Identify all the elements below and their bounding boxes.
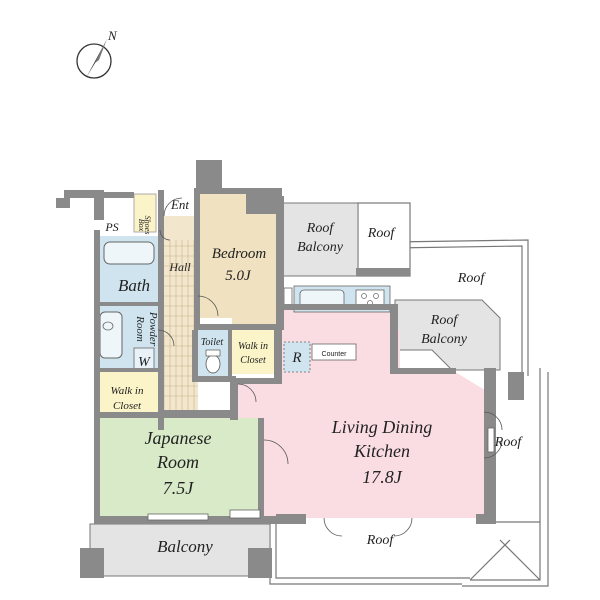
roof-top-label: Roof: [367, 226, 397, 241]
ldk-size: 17.8J: [362, 467, 403, 487]
ps-label: PS: [104, 220, 118, 234]
roof-balcony-top-label-2: Balcony: [297, 240, 344, 255]
ldk-label-2: Kitchen: [353, 441, 410, 461]
door-swings: [157, 197, 503, 537]
ldk-label-1: Living Dining: [331, 417, 433, 437]
japanese-label-2: Room: [156, 452, 199, 472]
shoes-box-label-1: Shoes: [143, 216, 152, 235]
sink-icon: [99, 311, 123, 359]
closet-hall-label-1: Walk in: [238, 341, 268, 352]
refrigerator: [283, 341, 311, 373]
compass: N: [76, 28, 118, 79]
roof-upper-right-label: Roof: [457, 271, 487, 286]
ps: [98, 214, 128, 236]
closet-left-label-2: Closet: [113, 400, 142, 412]
north-arrow-icon: [86, 39, 107, 78]
roof-balcony-right: [394, 299, 501, 371]
counter-label: Counter: [322, 351, 348, 358]
roof-balcony-top-label-1: Roof: [306, 221, 336, 236]
entrance: [164, 194, 198, 216]
compass-circle: [76, 43, 112, 79]
powder-label-2: Room: [134, 315, 146, 342]
shoes-box-label-2: Box: [137, 219, 146, 232]
bath-label: Bath: [118, 276, 150, 295]
washer-label: W: [138, 355, 151, 370]
japanese-label-1: Japanese: [145, 428, 212, 448]
shoes-box: [133, 193, 157, 233]
japanese-room: [98, 418, 262, 518]
roof-bottom-label: Roof: [366, 533, 396, 548]
bedroom-label: Bedroom: [212, 246, 267, 262]
toilet-label: Toilet: [201, 337, 224, 348]
north-label: N: [107, 28, 118, 43]
bedroom-size: 5.0J: [225, 268, 252, 284]
hall-label: Hall: [168, 260, 191, 274]
walk-in-closet-hall: [232, 330, 274, 374]
bedroom: [198, 194, 282, 326]
roof-balcony-right-label-2: Balcony: [421, 332, 468, 347]
entrance-label: Ent: [170, 197, 189, 212]
balcony-label: Balcony: [157, 537, 213, 556]
counter: [311, 343, 357, 361]
roof-right-label: Roof: [494, 435, 524, 450]
japanese-size: 7.5J: [163, 478, 195, 498]
roof-balcony-top: [281, 202, 359, 277]
powder-label-1: Powder: [147, 311, 159, 347]
balcony: [89, 523, 271, 577]
bathtub-icon: [103, 241, 155, 265]
windows: [147, 427, 495, 521]
roof-balcony-right-label-1: Roof: [430, 313, 460, 328]
refrigerator-label: R: [291, 350, 301, 366]
closet-hall-label-2: Closet: [240, 355, 266, 366]
walk-in-closet-left: [98, 372, 158, 414]
closet-left-label-1: Walk in: [111, 385, 144, 397]
toilet-icon: [205, 354, 221, 374]
roof-top-area: [357, 202, 411, 277]
